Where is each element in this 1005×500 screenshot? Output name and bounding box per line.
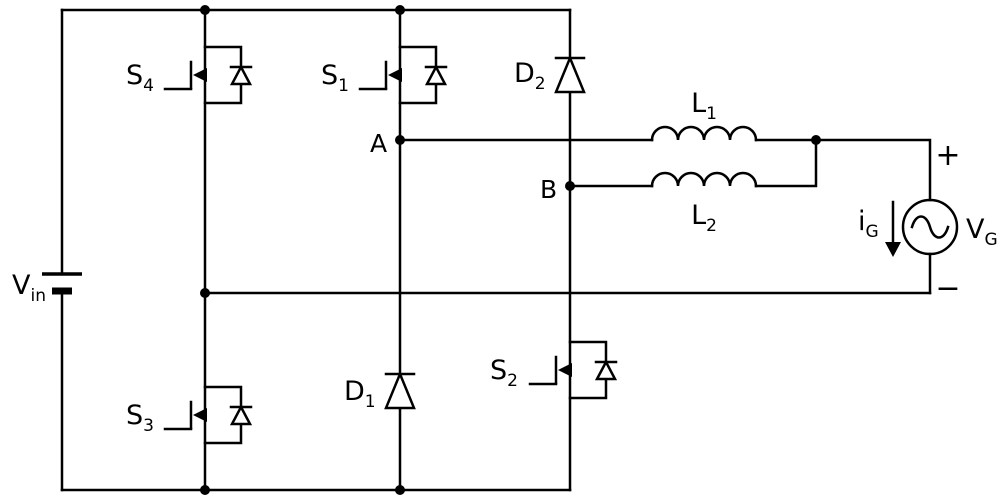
- label-vg: VG: [966, 214, 998, 250]
- grid-current-arrow: [885, 200, 901, 257]
- s1-arrow-icon: [388, 68, 402, 82]
- inductor-l2: [650, 171, 758, 188]
- s1-body-diode-icon: [424, 64, 448, 86]
- junction-dot: [811, 135, 821, 145]
- s2-body-diode-icon: [594, 359, 618, 381]
- label-node-a: A: [370, 129, 387, 158]
- ig-arrow-head-icon: [885, 242, 901, 257]
- diode-d1: [384, 370, 416, 410]
- sine-wave-icon: [910, 215, 950, 239]
- labels: Vin S4 S1 D2 S3 D1 S2 L1 L2 A B iG VG + …: [12, 58, 998, 436]
- l2-right-wire: [754, 138, 818, 188]
- label-l1: L1: [691, 88, 717, 124]
- mosfet-s4: [163, 45, 253, 105]
- label-s3: S3: [126, 400, 154, 436]
- junction-dot-node-a: [395, 135, 405, 145]
- junction-dot: [200, 288, 210, 298]
- ac-source-vg: [901, 198, 959, 256]
- dc-source-vin: [42, 272, 82, 295]
- junction-dot: [395, 485, 405, 495]
- grid-top-wire: [814, 138, 932, 202]
- label-vin: Vin: [12, 270, 46, 306]
- s4-arrow-icon: [193, 68, 207, 82]
- vg-source-circle: [901, 198, 959, 256]
- label-d1: D1: [344, 376, 376, 412]
- label-l2: L2: [691, 200, 717, 236]
- label-s2: S2: [490, 355, 518, 391]
- diode-d2: [554, 54, 586, 94]
- junction-dot: [200, 485, 210, 495]
- s2-arrow-icon: [558, 363, 572, 377]
- label-minus-terminal: −: [935, 271, 960, 306]
- label-ig: iG: [858, 206, 879, 242]
- label-s4: S4: [126, 60, 154, 96]
- s4-body-diode-icon: [229, 64, 253, 86]
- junction-dot-node-b: [565, 181, 575, 191]
- mosfet-s3: [163, 385, 253, 445]
- label-d2: D2: [514, 58, 546, 94]
- label-plus-terminal: +: [935, 138, 960, 173]
- d2-diode-icon: [554, 54, 586, 94]
- mosfet-s1: [358, 45, 448, 105]
- inductor-l1: [650, 125, 758, 142]
- junction-dot: [395, 5, 405, 15]
- mosfet-s2: [528, 340, 618, 400]
- junction-dot: [200, 5, 210, 15]
- label-node-b: B: [540, 175, 557, 204]
- l2-coil-icon: [650, 171, 758, 188]
- s3-body-diode-icon: [229, 404, 253, 426]
- junction-dots: [200, 5, 821, 495]
- l1-coil-icon: [650, 125, 758, 142]
- s3-arrow-icon: [193, 408, 207, 422]
- d1-diode-icon: [384, 370, 416, 410]
- label-s1: S1: [321, 60, 349, 96]
